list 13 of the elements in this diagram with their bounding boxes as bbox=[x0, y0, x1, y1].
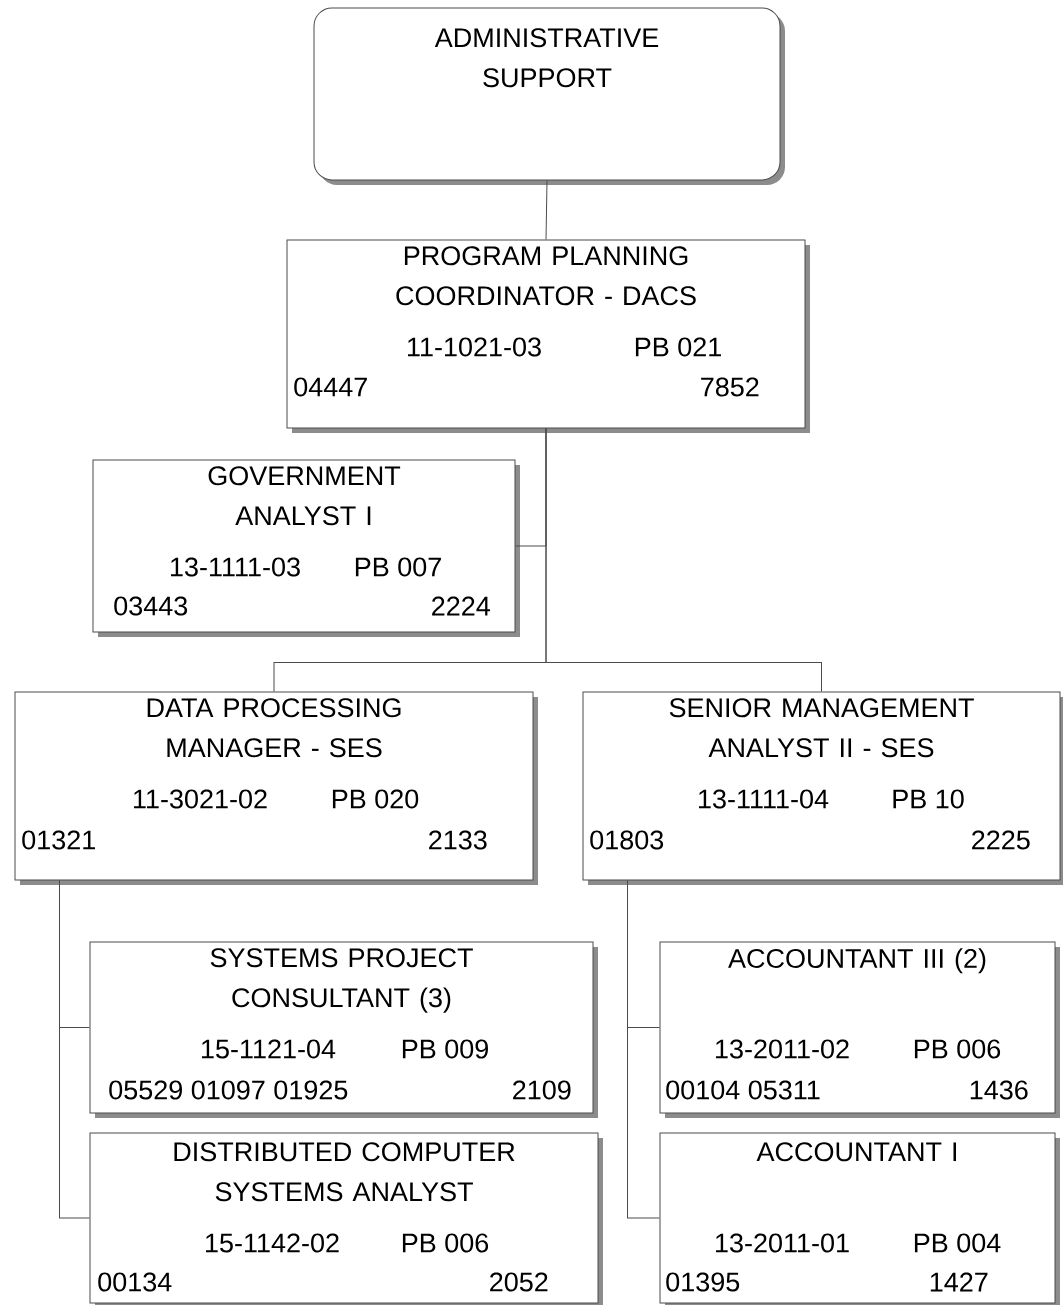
position-box: GOVERNMENT ANALYST I 13-1111-03 PB 007 03443 2224 bbox=[92, 459, 520, 637]
position-box: DATA PROCESSING MANAGER - SES 11-3021-02 PB 020 01321 2133 bbox=[14, 691, 538, 885]
position-box: SYSTEMS PROJECT CONSULTANT (3) 15-1121-04 PB 009 05529 01097 01925 2109 bbox=[89, 941, 598, 1118]
position-box: ACCOUNTANT III (2) 13-2011-02 PB 006 00104 05311 1436 bbox=[659, 941, 1060, 1118]
rounded-box: ADMINISTRATIVE SUPPORT bbox=[313, 7, 785, 185]
position-box: ACCOUNTANT I 13-2011-01 PB 004 01395 1427 bbox=[659, 1132, 1060, 1305]
position-box: SENIOR MANAGEMENT ANALYST II - SES 13-1111-04 PB 10 01803 2225 bbox=[582, 691, 1063, 885]
connector-line bbox=[545, 180, 548, 240]
position-box: PROGRAM PLANNING COORDINATOR - DACS 11-1021-03 PB 021 04447 7852 bbox=[286, 239, 810, 433]
position-box: DISTRIBUTED COMPUTER SYSTEMS ANALYST 15-1142-02 PB 006 00134 2052 bbox=[89, 1132, 603, 1305]
connector-line bbox=[545, 428, 822, 692]
connector-line bbox=[627, 880, 660, 1219]
connector-line bbox=[59, 880, 90, 1219]
